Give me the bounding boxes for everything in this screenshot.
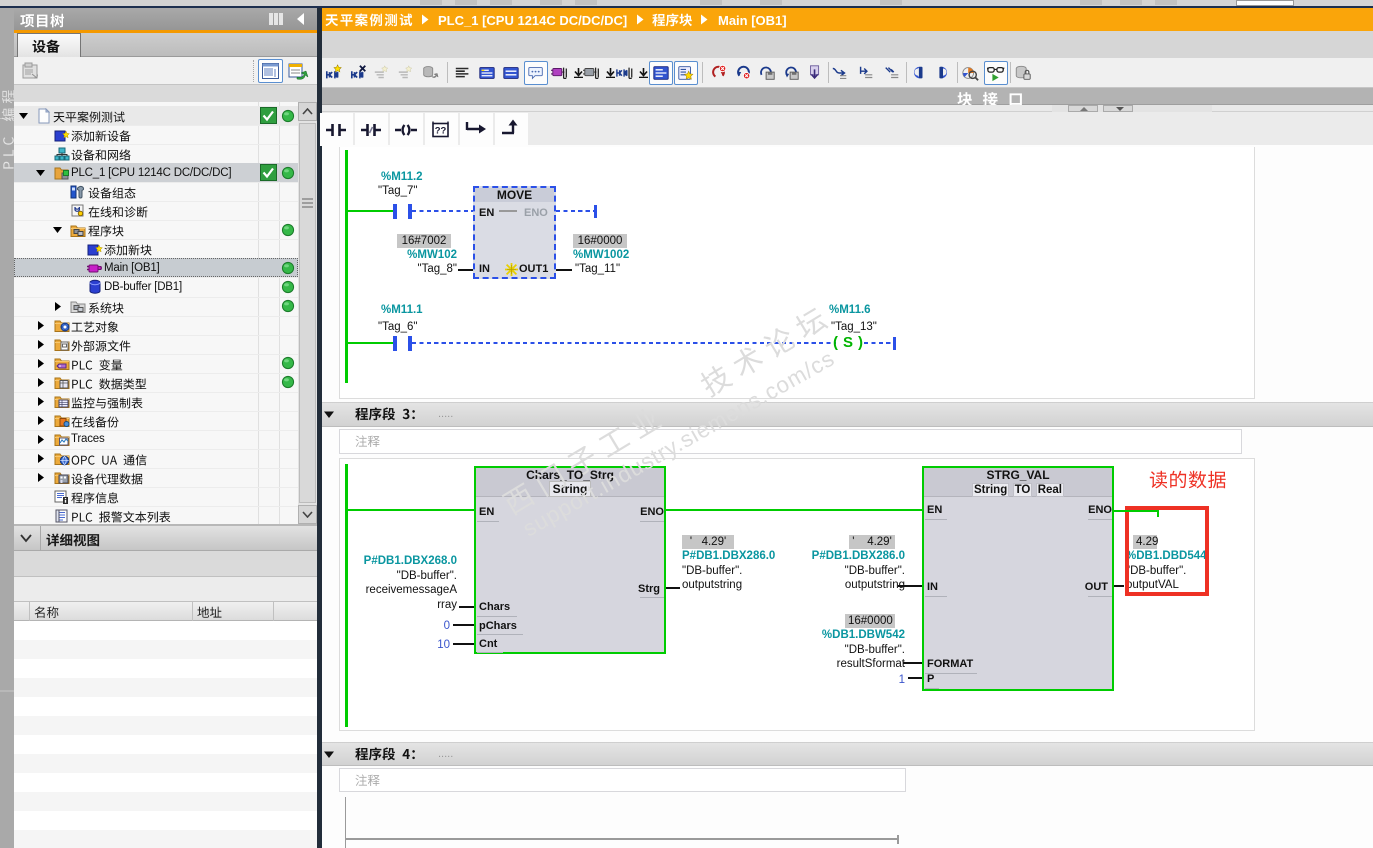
svg-text:??: ?? — [435, 126, 447, 137]
